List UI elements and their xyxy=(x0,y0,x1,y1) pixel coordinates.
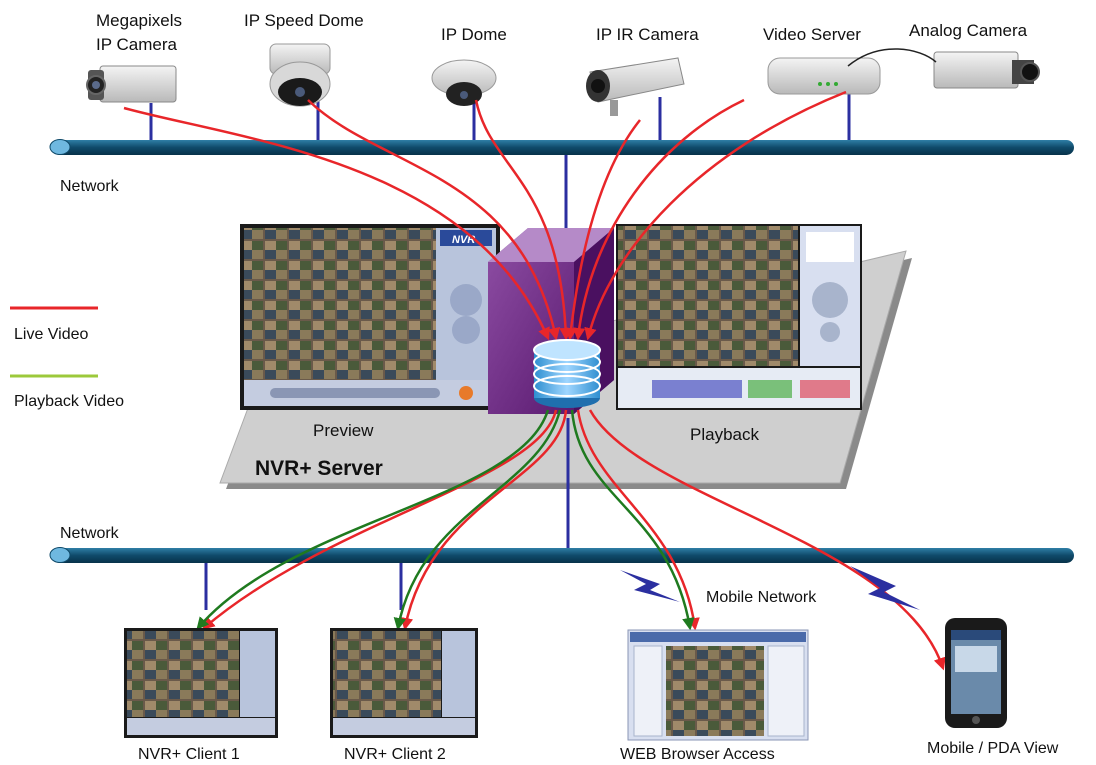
analog-camera-label: Analog Camera xyxy=(909,21,1028,40)
preview-label: Preview xyxy=(313,421,374,440)
legend-playback-label: Playback Video xyxy=(14,393,124,410)
mobile-network-label: Mobile Network xyxy=(706,589,817,606)
ir-camera-icon xyxy=(586,57,685,116)
video-server-label: Video Server xyxy=(763,25,861,44)
wireless-bolt-icon xyxy=(620,570,680,602)
live-flows-out xyxy=(202,409,946,671)
playback-flows-out xyxy=(196,409,695,631)
server-title: NVR+ Server xyxy=(255,457,383,480)
analog-cable xyxy=(847,48,937,67)
megapixel-label-line1: Megapixels xyxy=(96,11,182,30)
client2-label: NVR+ Client 2 xyxy=(344,746,446,763)
speed-dome-label: IP Speed Dome xyxy=(244,11,364,30)
playback-screen xyxy=(616,224,862,410)
preview-screen: NVR xyxy=(240,224,500,410)
network-bus-bottom xyxy=(49,547,1074,563)
legend: Live Video Playback Video xyxy=(10,306,124,410)
legend-live-label: Live Video xyxy=(14,326,89,343)
web-browser-label: WEB Browser Access xyxy=(620,746,775,763)
ip-dome-label: IP Dome xyxy=(441,25,507,44)
network-label-bottom: Network xyxy=(60,525,120,542)
speed-dome-icon xyxy=(269,43,331,107)
storage-disk-stack-icon xyxy=(533,339,601,408)
analog-camera-icon xyxy=(933,51,1040,89)
megapixel-camera-icon xyxy=(86,65,177,103)
playback-label: Playback xyxy=(690,425,759,444)
web-browser-screen xyxy=(627,629,809,741)
preview-nvr-logo: NVR xyxy=(452,234,475,246)
ip-dome-icon xyxy=(431,59,497,106)
client1-label: NVR+ Client 1 xyxy=(138,746,240,763)
video-server-icon xyxy=(767,57,881,95)
mobile-phone-icon xyxy=(945,618,1007,728)
network-connectors xyxy=(149,92,851,610)
live-flows-in xyxy=(123,90,847,341)
ir-camera-label: IP IR Camera xyxy=(596,25,699,44)
client2-screen xyxy=(330,628,478,738)
network-label-top: Network xyxy=(60,178,120,195)
megapixel-label-line2: IP Camera xyxy=(96,35,177,54)
client1-screen xyxy=(124,628,278,738)
network-bus-top xyxy=(49,139,1074,155)
wireless-bolt-icon xyxy=(850,566,920,610)
mobile-label: Mobile / PDA View xyxy=(927,740,1059,757)
